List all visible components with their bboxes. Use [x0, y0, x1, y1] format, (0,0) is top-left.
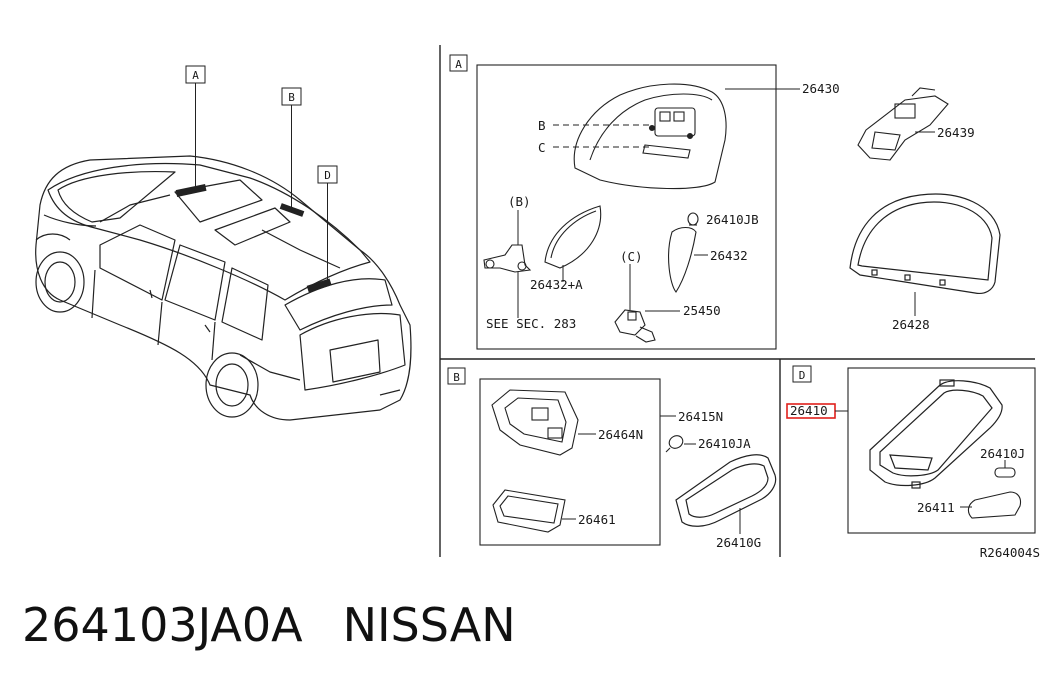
lens-frame-drawing	[492, 489, 566, 533]
panel-a: A B C 26430 26439	[449, 54, 1001, 350]
part-label-26410: 26410	[790, 403, 828, 418]
part-label-26464n: 26464N	[598, 427, 643, 442]
overhead-console-drawing	[573, 83, 727, 190]
see-section-283-label: SEE SEC. 283	[486, 316, 576, 331]
location-d-label: D	[324, 169, 331, 182]
callout-b-label: B	[538, 118, 546, 133]
callout-c-label: C	[538, 140, 546, 155]
trim-ring-drawing	[849, 193, 1001, 295]
lens-left-drawing	[544, 205, 602, 269]
panel-a-letter: A	[455, 58, 462, 71]
part-label-26410g: 26410G	[716, 535, 761, 550]
bulb-jb-drawing	[687, 212, 699, 226]
part-label-26411: 26411	[917, 500, 955, 515]
lamp-c-drawing	[614, 309, 656, 343]
panel-b-letter: B	[453, 371, 460, 384]
finisher-drawing	[675, 454, 777, 527]
panel-d: D 26410 26410J 26411	[786, 365, 1036, 534]
part-label-26410ja: 26410JA	[698, 436, 751, 451]
part-label-26430: 26430	[802, 81, 840, 96]
part-label-26461: 26461	[578, 512, 616, 527]
panel-dividers	[439, 45, 1035, 557]
room-lamp-assembly-drawing	[869, 379, 1003, 489]
location-a-label: A	[192, 69, 199, 82]
part-label-26415n: 26415N	[678, 409, 723, 424]
reference-code: R264004S	[980, 545, 1040, 560]
map-lamp-housing-drawing	[491, 389, 579, 456]
bracket-drawing	[857, 87, 949, 161]
lamp-c-label: (C)	[620, 249, 643, 264]
bulb-holder-b-label: (B)	[508, 194, 531, 209]
part-label-26432-a: 26432+A	[530, 277, 583, 292]
part-label-26428: 26428	[892, 317, 930, 332]
part-label-26439: 26439	[937, 125, 975, 140]
panel-b: B 26464N 26415N 26410JA 26461 26410	[447, 367, 777, 550]
bulb-j-drawing	[994, 467, 1016, 478]
part-label-26410j: 26410J	[980, 446, 1025, 461]
part-caption: 264103JA0A NISSAN	[22, 598, 516, 652]
bulb-ja-drawing	[665, 435, 684, 453]
part-label-26410jb: 26410JB	[706, 212, 759, 227]
bulb-holder-b-drawing	[483, 244, 532, 273]
part-number: 264103JA0A	[22, 598, 303, 652]
location-callouts	[185, 65, 338, 282]
part-label-25450: 25450	[683, 303, 721, 318]
lens-d-drawing	[967, 491, 1022, 519]
location-b-label: B	[288, 91, 295, 104]
panel-d-letter: D	[799, 369, 806, 382]
lens-right-drawing	[668, 226, 697, 293]
brand-name: NISSAN	[342, 598, 516, 652]
lamp-location-marks	[175, 183, 332, 293]
part-label-26432: 26432	[710, 248, 748, 263]
vehicle-illustration	[35, 155, 412, 421]
